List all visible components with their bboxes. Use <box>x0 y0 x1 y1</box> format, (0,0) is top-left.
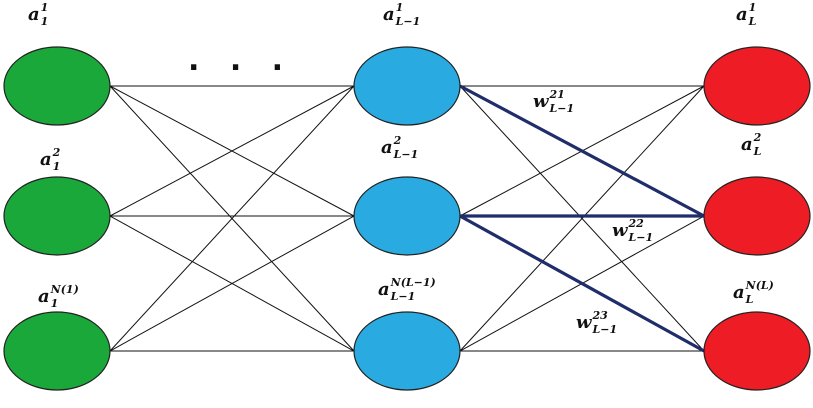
label-superscript: 21 <box>549 88 565 101</box>
input-neuron <box>3 176 111 256</box>
label-subscript: L <box>748 15 757 28</box>
label-superscript: N(L) <box>745 279 774 292</box>
label-base: a <box>736 4 748 25</box>
input-neuron <box>3 46 111 126</box>
label-superscript: 2 <box>753 131 762 144</box>
output-neuron <box>703 46 811 126</box>
label-superscript: 23 <box>592 309 609 322</box>
label-base: w <box>612 220 629 241</box>
label-base: a <box>741 134 753 155</box>
label-base: a <box>40 149 52 170</box>
label-subscript: 1 <box>53 160 61 173</box>
label-superscript: N(L−1) <box>390 276 436 289</box>
label-subscript: 1 <box>41 15 49 28</box>
layer-ellipsis: . . . <box>188 43 293 78</box>
label-subscript: L−1 <box>395 15 421 28</box>
label-superscript: 2 <box>52 146 61 159</box>
neurons <box>3 46 811 391</box>
output-neuron <box>703 311 811 391</box>
connection-edge <box>109 215 355 352</box>
label-superscript: N(1) <box>50 283 79 296</box>
label-base: a <box>383 4 395 25</box>
label-superscript: 1 <box>41 1 49 14</box>
label-base: a <box>733 282 745 303</box>
label-base: a <box>38 286 50 307</box>
input-neuron <box>3 311 111 391</box>
connection-edge <box>109 85 355 217</box>
connection-edge <box>459 85 705 352</box>
label-subscript: L <box>745 293 754 306</box>
hidden-neuron <box>353 311 461 391</box>
label-superscript: 1 <box>396 1 404 14</box>
label-base: a <box>381 137 393 158</box>
output-neuron <box>703 176 811 256</box>
label-superscript: 1 <box>749 1 757 14</box>
label-base: a <box>378 279 390 300</box>
highlighted-edge <box>459 214 705 353</box>
label-base: w <box>533 91 550 112</box>
highlighted-connections <box>459 84 705 353</box>
label-base: a <box>28 4 40 25</box>
highlighted-edge <box>459 84 705 218</box>
connection-edge <box>109 85 355 352</box>
label-subscript: L−1 <box>628 231 654 244</box>
label-subscript: L−1 <box>390 290 416 303</box>
label-subscript: L−1 <box>549 102 575 115</box>
label-superscript: 2 <box>393 134 402 147</box>
label-subscript: L−1 <box>393 148 419 161</box>
hidden-neuron <box>353 46 461 126</box>
hidden-neuron <box>353 176 461 256</box>
label-base: w <box>576 312 593 333</box>
label-subscript: L−1 <box>592 323 618 336</box>
label-superscript: 22 <box>628 217 645 230</box>
label-subscript: 1 <box>51 297 59 310</box>
label-subscript: L <box>753 145 762 158</box>
